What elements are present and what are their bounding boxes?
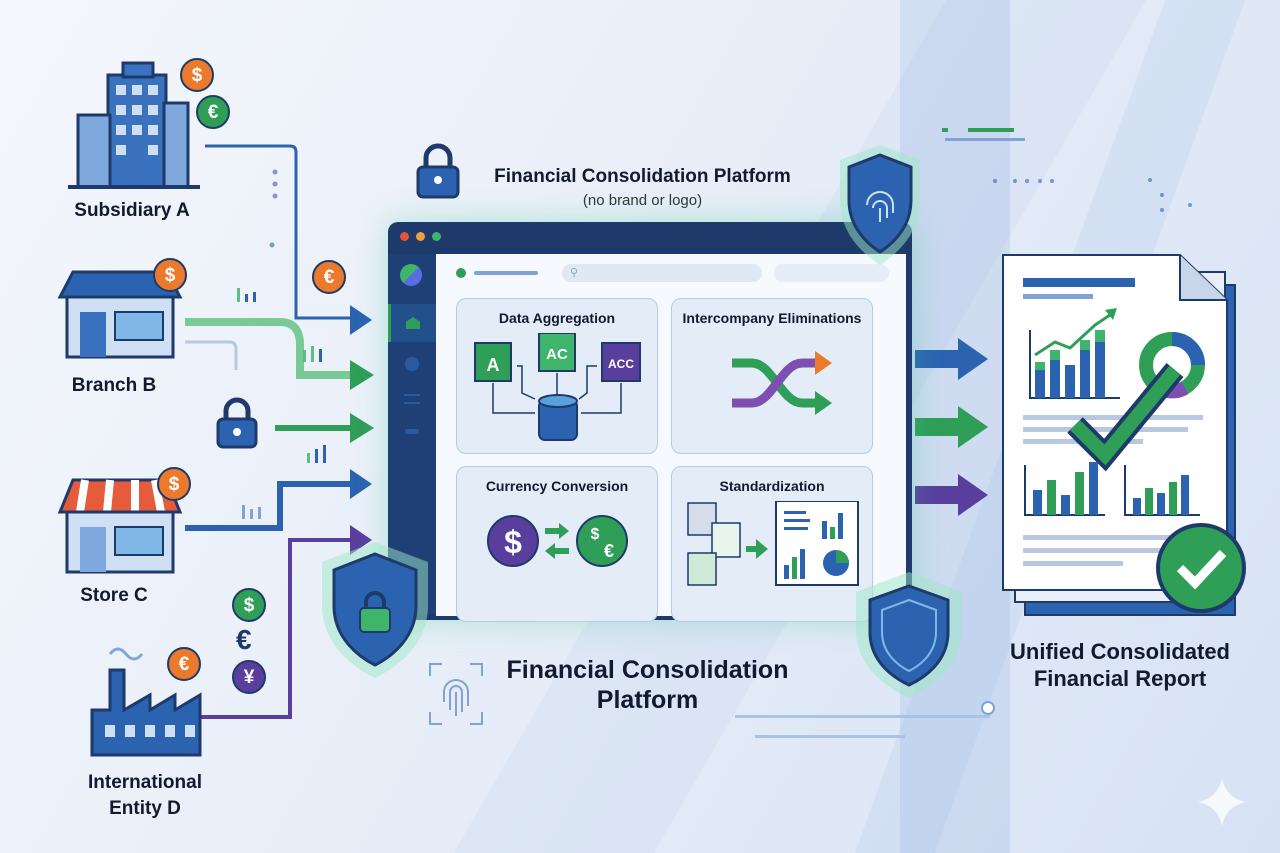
fingerprint-shield-icon (840, 145, 920, 265)
input-arrowheads (350, 305, 374, 555)
svg-text:AC: AC (546, 346, 568, 363)
entity-label-store-c: Store C (80, 585, 148, 606)
dollar-symbol: $ (591, 526, 600, 543)
svg-text:ACC: ACC (608, 357, 634, 371)
dollar-coin-icon: $ (232, 588, 266, 622)
module-card-currency-conversion[interactable]: Currency Conversion $ $ € (456, 466, 658, 622)
status-dot (456, 268, 466, 278)
sidebar-item-home[interactable] (388, 304, 436, 342)
euro-symbol: € (604, 541, 614, 561)
padlock-icon (416, 143, 460, 199)
sidebar-item-circle-icon[interactable] (405, 357, 419, 371)
decorative-lines (735, 128, 1025, 738)
minimize-window-button[interactable] (416, 232, 425, 241)
euro-coin-icon: € (312, 260, 346, 294)
svg-text:A: A (487, 355, 500, 375)
close-window-button[interactable] (400, 232, 409, 241)
platform-subtitle: (no brand or logo) (582, 192, 703, 209)
dollar-coin-icon: $ (180, 58, 214, 92)
security-shield-icon (856, 572, 962, 698)
padlock-icon (216, 397, 258, 449)
platform-top-title: Financial Consolidation Platform (494, 166, 791, 187)
yen-coin-icon: ¥ (232, 660, 266, 694)
output-arrows (915, 338, 988, 516)
module-card-data-aggregation[interactable]: Data Aggregation A AC ACC (456, 298, 658, 454)
report-title-line1: Unified Consolidated (1010, 639, 1230, 664)
platform-bottom-title: Financial Consolidation Platform (470, 655, 825, 715)
dollar-symbol: $ (504, 524, 522, 560)
sidebar (388, 254, 436, 614)
dollar-coin-icon: $ (157, 467, 191, 501)
home-icon (406, 317, 420, 329)
crossing-arrows-icon (732, 351, 832, 415)
platform-title-line1: Financial Consolidation (506, 656, 789, 684)
data-aggregation-icon: A AC ACC (474, 333, 641, 441)
fingerprint-scan-icon (429, 663, 483, 725)
sparkle-icon (1198, 778, 1246, 826)
sidebar-item-back-icon[interactable] (405, 429, 419, 434)
office-building-icon (68, 61, 200, 189)
module-title: Data Aggregation (498, 310, 616, 326)
module-card-intercompany-eliminations[interactable]: Intercompany Eliminations (671, 298, 873, 454)
padlock-shield-icon (322, 542, 428, 678)
mini-bars (237, 288, 326, 519)
header-action-placeholder[interactable] (774, 264, 889, 282)
standardization-icon (687, 501, 859, 586)
entity-label-subsidiary-a: Subsidiary A (74, 200, 190, 221)
consolidated-report-document-icon (1002, 254, 1246, 616)
euro-coin-icon: € (167, 647, 201, 681)
module-title: Standardization (719, 478, 825, 494)
app-logo-icon (400, 264, 422, 286)
report-title-line2: Financial Report (1033, 666, 1207, 691)
sidebar-item-menu-icon[interactable] (404, 394, 420, 404)
search-input[interactable]: ⚲ (562, 264, 762, 282)
header-placeholder-bar (474, 271, 538, 275)
euro-symbol: € (236, 624, 252, 655)
currency-exchange-icon: $ $ € (487, 515, 628, 567)
decorative-dots (269, 169, 1192, 248)
module-card-standardization[interactable]: Standardization (671, 466, 873, 622)
main-content: ⚲ Data Aggregation A AC ACC Intercompany… (436, 254, 906, 622)
entity-label-branch-b: Branch B (71, 375, 157, 396)
connector-subsidiary-a (205, 144, 350, 320)
module-title: Currency Conversion (485, 478, 629, 494)
maximize-window-button[interactable] (432, 232, 441, 241)
factory-icon (90, 647, 202, 757)
connector-entity-d (200, 538, 350, 719)
euro-coin-icon: € (196, 95, 230, 129)
entity-label-line1: International (87, 772, 202, 793)
entity-label-international-entity-d: International Entity D (45, 770, 245, 822)
connector-store-c (185, 481, 350, 531)
connector-branch-b (185, 318, 350, 379)
connector-branch-b-alt (185, 340, 238, 370)
entity-label-line2: Entity D (109, 798, 181, 819)
search-icon: ⚲ (570, 267, 579, 279)
dollar-coin-icon: $ (153, 258, 187, 292)
report-title: Unified Consolidated Financial Report (990, 638, 1250, 692)
platform-title-line2: Platform (596, 686, 699, 714)
platform-window: ⚲ Data Aggregation A AC ACC Intercompany… (388, 222, 912, 622)
store-icon (57, 478, 183, 574)
shop-branch-icon (57, 270, 183, 359)
module-title: Intercompany Eliminations (682, 310, 862, 326)
